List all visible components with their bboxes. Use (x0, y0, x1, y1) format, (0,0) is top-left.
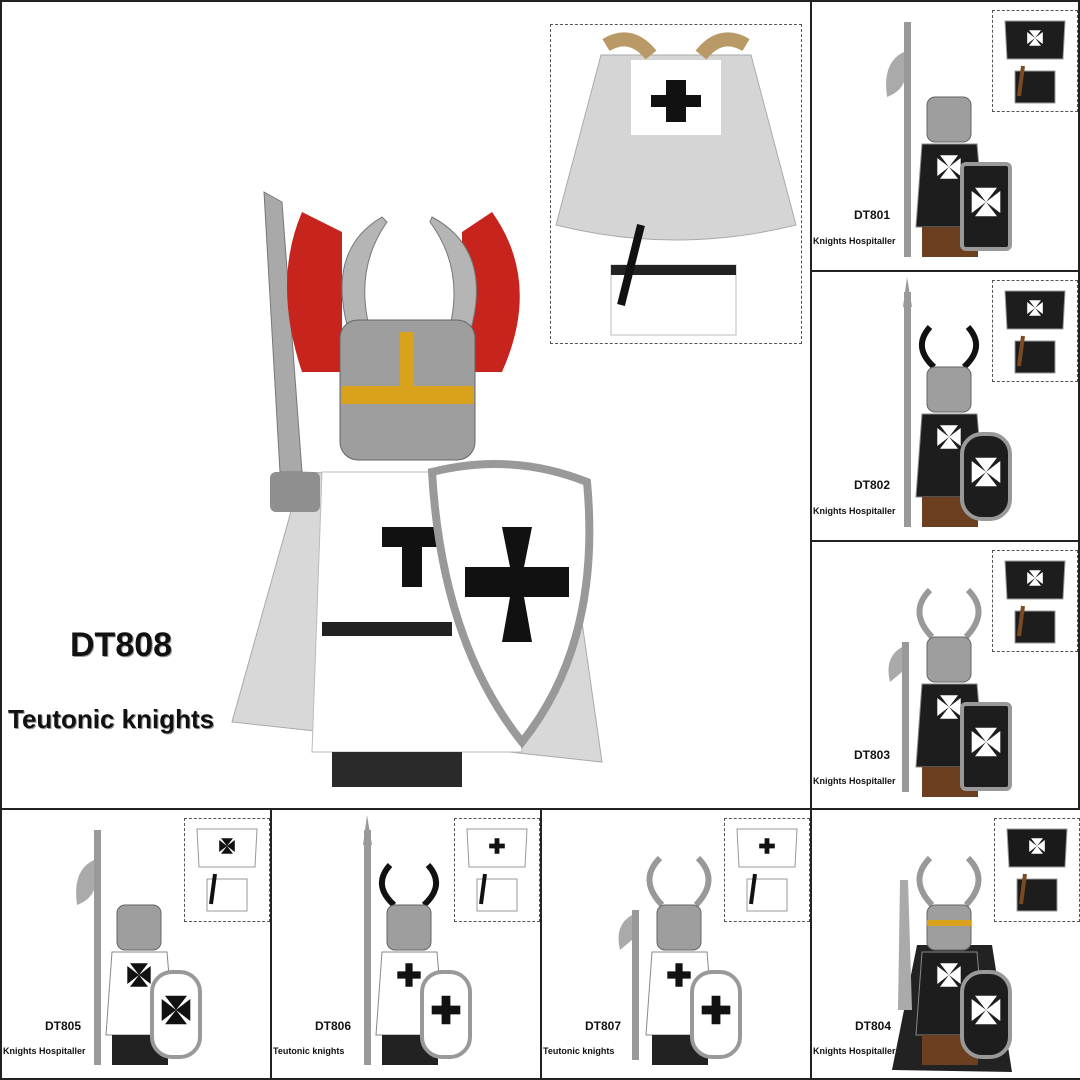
knight-minifigure (886, 22, 1012, 257)
torso-and-legs-accessories (1006, 828, 1068, 912)
variant-panel-dt802: DT802 Knights Hospitaller (810, 270, 1080, 542)
product-code: DT805 (45, 1019, 82, 1033)
product-code: DT803 (854, 748, 891, 762)
product-name: Teutonic knights (273, 1046, 345, 1056)
product-code: DT808 (70, 626, 173, 664)
torso-and-legs-accessories (1004, 20, 1066, 104)
variant-panel-dt801: DT801 Knights Hospitaller (810, 0, 1080, 272)
product-name: Knights Hospitaller (3, 1046, 86, 1056)
torso-and-legs-accessories (1004, 560, 1066, 644)
accessory-inset (454, 818, 540, 922)
knight-minifigure (903, 277, 1012, 527)
accessory-inset (992, 550, 1078, 652)
accessory-inset (184, 818, 270, 922)
knight-minifigure (76, 830, 202, 1065)
product-code: DT802 (854, 478, 891, 492)
knight-minifigure (618, 855, 742, 1065)
main-figure-panel: DT808 Teutonic knights (0, 0, 812, 810)
cape-and-legs-accessories (555, 32, 797, 336)
product-code: DT807 (585, 1019, 622, 1033)
torso-and-legs-accessories (1004, 290, 1066, 374)
product-name: Knights Hospitaller (813, 506, 896, 516)
product-code: DT804 (855, 1019, 892, 1033)
product-name: Knights Hospitaller (813, 1046, 896, 1056)
product-name: Teutonic knights (8, 704, 215, 734)
variant-panel-dt807: DT807 Teutonic knights (540, 808, 812, 1080)
variant-panel-dt805: DT805 Knights Hospitaller (0, 808, 272, 1080)
torso-and-legs-accessories (196, 828, 258, 912)
product-name: Knights Hospitaller (813, 776, 896, 786)
product-name: Knights Hospitaller (813, 236, 896, 246)
torso-and-legs-accessories (736, 828, 798, 912)
product-code: DT801 (854, 208, 891, 222)
variant-panel-dt804: DT804 Knights Hospitaller (810, 808, 1080, 1080)
accessory-inset (550, 24, 802, 344)
knight-minifigure (363, 815, 472, 1065)
teutonic-knight-figure (231, 191, 603, 787)
variant-panel-dt803: DT803 Knights Hospitaller (810, 540, 1080, 812)
product-code: DT806 (315, 1019, 352, 1033)
torso-and-legs-accessories (466, 828, 528, 912)
product-name: Teutonic knights (543, 1046, 615, 1056)
knight-minifigure (888, 587, 1012, 797)
variant-panel-dt806: DT806 Teutonic knights (270, 808, 542, 1080)
knight-minifigure (892, 855, 1012, 1072)
accessory-inset (994, 818, 1080, 922)
accessory-inset (992, 280, 1078, 382)
accessory-inset (724, 818, 810, 922)
accessory-inset (992, 10, 1078, 112)
